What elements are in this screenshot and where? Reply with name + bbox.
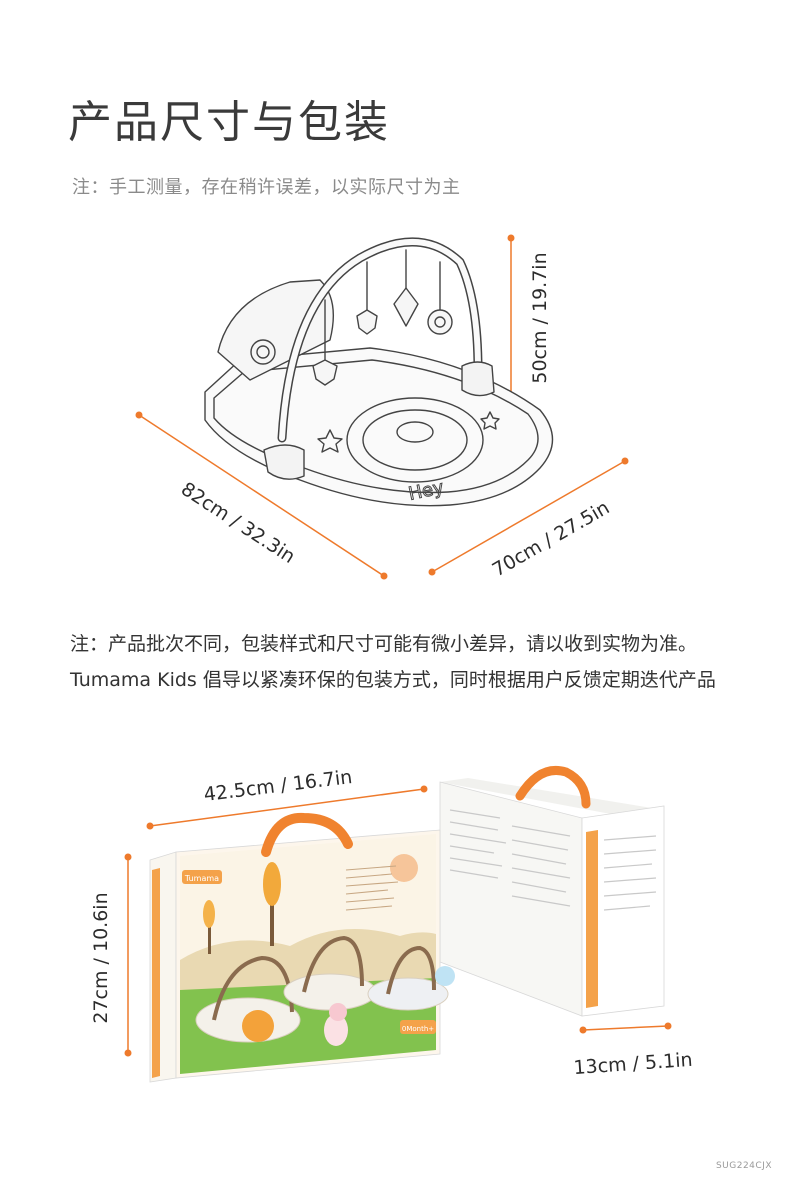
packaging-note: 注：产品批次不同，包装样式和尺寸可能有微小差异，请以收到实物为准。Tumama … bbox=[70, 633, 716, 691]
package-height-dimension: 27cm / 10.6in bbox=[90, 892, 112, 1024]
package-brand-logo: Tumama bbox=[184, 874, 219, 883]
product-code: SUG224CJX bbox=[715, 1161, 772, 1171]
measurement-disclaimer: 注：手工测量，存在稍许误差，以实际尺寸为主 bbox=[72, 177, 461, 198]
page-title: 产品尺寸与包装 bbox=[68, 97, 390, 148]
package-age-badge: 0Month+ bbox=[402, 1025, 434, 1033]
